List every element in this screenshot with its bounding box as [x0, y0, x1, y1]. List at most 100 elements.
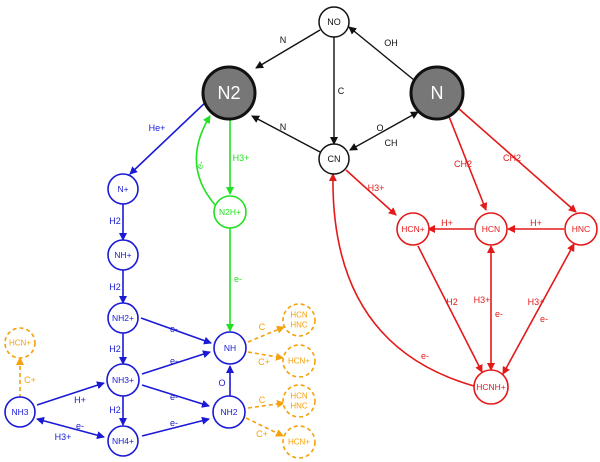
node-nh: NH [213, 331, 247, 365]
node-hcn-label: HCN [482, 224, 500, 234]
label-n-no: OH [384, 38, 398, 48]
label-hnc-hcnhplus: H3+ [528, 297, 545, 307]
label-cn-n-o: O [376, 123, 383, 133]
edge-hcnhplus-to-cn [328, 173, 475, 387]
edge-n-to-no [348, 26, 415, 81]
edge-nh3plus-to-nh2 [141, 384, 210, 408]
node-hnc-label: HNC [572, 224, 590, 234]
green-edge-labels: H3+ e- e- [194, 153, 249, 284]
label-hcn-hcnhplus: H3+ [474, 295, 491, 305]
edge-nh4plus-to-nh2 [141, 416, 210, 437]
edge-n-to-hnc [457, 107, 577, 213]
node-nh2plus-label: NH2+ [112, 313, 134, 323]
label-nh3plus-nh4plus: H2 [109, 405, 121, 415]
edge-nh-to-hcnplus-b [247, 351, 284, 361]
node-cn-label: CN [328, 154, 341, 164]
label-cn-n-ch: CH [385, 138, 398, 148]
node-nh2-label: NH2 [220, 407, 237, 417]
edge-hcnplus-to-hcnhplus [417, 245, 483, 373]
label-hcnhplus-cn: e- [421, 351, 429, 361]
label-nh2plus-nh: e- [170, 324, 178, 334]
node-nh3plus: NH3+ [106, 363, 140, 397]
label-nh2-hcnplus: C+ [256, 429, 268, 439]
edge-nh3-to-nh3plus [36, 381, 105, 406]
label-nh2-hcn: C [259, 395, 266, 405]
node-hcn: HCN [474, 212, 508, 246]
node-nhplus-label: NH+ [114, 250, 131, 260]
node-no-label: NO [327, 17, 341, 27]
node-hcnplus-left-label: HCN+ [9, 339, 31, 348]
node-hcn-hnc-c: HCN HNC [282, 384, 316, 418]
node-hcnhplus: HCNH+ [473, 369, 509, 405]
edge-nh-to-hcn-hnc-a [247, 326, 285, 343]
node-hcn-hnc-a: HCN HNC [282, 303, 316, 337]
label-nh3-nh3plus: H+ [74, 395, 86, 405]
label-no-n2: N [280, 35, 287, 45]
node-hcnplus: HCN+ [396, 212, 430, 246]
label-nhplus-nh2plus: H2 [109, 282, 121, 292]
node-nplus-label: N+ [117, 184, 128, 194]
node-nh2plus: NH2+ [107, 302, 139, 334]
label-nh-hcn: C [259, 322, 266, 332]
node-hcn-hnc-a-line2: HNC [290, 321, 308, 330]
label-nh-hcnplus: C+ [258, 357, 270, 367]
label-cn-hcnplus: H3+ [368, 183, 385, 193]
node-nh3plus-label: NH3+ [112, 375, 134, 385]
node-hcnplus-d-label: HCN+ [288, 438, 310, 447]
node-hcnplus-b-label: HCN+ [288, 357, 310, 366]
label-nh4plus-nh2: e- [170, 418, 178, 428]
node-nh-label: NH [224, 343, 236, 353]
label-hcnplus-hcnhplus: H2 [446, 297, 458, 307]
label-hnc-hcn: H+ [530, 218, 542, 228]
node-nhplus: NH+ [107, 239, 139, 271]
node-nh3: NH3 [4, 396, 36, 428]
node-hcnplus-b: HCN+ [282, 344, 316, 378]
node-n: N [409, 65, 465, 121]
label-cn-n2: N [280, 122, 287, 132]
red-edges [328, 107, 577, 387]
label-hcnhplus-hcn: e- [495, 309, 503, 319]
label-hcnhplus-hnc: e- [540, 314, 548, 324]
label-n2hplus-nh: e- [234, 274, 242, 284]
node-hcn-hnc-c-line2: HNC [290, 402, 308, 411]
node-cn: CN [318, 143, 350, 175]
label-nplus-nhplus: H2 [109, 216, 121, 226]
label-nh3-hcnplus: C+ [24, 375, 36, 385]
edge-n-to-hcn [447, 113, 488, 211]
node-nh4plus-label: NH4+ [112, 436, 134, 446]
node-hcnhplus-label: HCNH+ [476, 382, 506, 392]
label-n2-nplus: He+ [149, 123, 166, 133]
node-n2-label: N2 [217, 83, 240, 103]
edge-cn-to-hcnplus [345, 169, 397, 216]
edge-nh3plus-to-nh [141, 350, 211, 375]
node-nh4plus: NH4+ [107, 425, 139, 457]
edge-n2-to-nplus [129, 99, 209, 175]
label-nh2plus-nh3plus: H2 [109, 344, 121, 354]
blue-edge-labels: He+ H2 H2 H2 H2 e- e- e- e- O H+ e- H3+ [55, 123, 226, 442]
label-n-hnc: CH2 [503, 153, 521, 163]
node-n-label: N [431, 83, 444, 103]
edge-nh2-to-hcn-hnc-c [247, 400, 285, 409]
edge-cn-n-bidirectional [349, 111, 419, 151]
black-edge-labels: N OH C N O CH [280, 35, 398, 148]
orange-edge-labels: C+ C C+ C C+ [24, 322, 270, 439]
edge-n2hplus-to-n2 [195, 115, 217, 207]
node-nh2: NH2 [212, 395, 246, 429]
label-n2-n2hplus: H3+ [233, 153, 250, 163]
green-edges [195, 115, 234, 332]
edge-nh4plus-nh3-bidirectional [36, 416, 105, 440]
label-nh4plus-nh3-h: H3+ [55, 432, 72, 442]
label-n-hcn: CH2 [454, 159, 472, 169]
orange-edges [16, 326, 285, 437]
node-hcnplus-label: HCN+ [401, 224, 424, 234]
label-nh3plus-nh: e- [170, 356, 178, 366]
node-nh3-label: NH3 [11, 407, 28, 417]
label-hcn-hcnplus: H+ [441, 218, 453, 228]
node-hcn-hnc-c-line1: HCN [290, 392, 308, 401]
label-no-cn: C [338, 86, 345, 96]
node-hcn-hnc-a-line1: HCN [290, 311, 308, 320]
label-nh2-nh: O [218, 378, 225, 388]
node-n2hplus: N2H+ [213, 195, 247, 229]
label-n2hplus-n2: e- [194, 160, 206, 170]
